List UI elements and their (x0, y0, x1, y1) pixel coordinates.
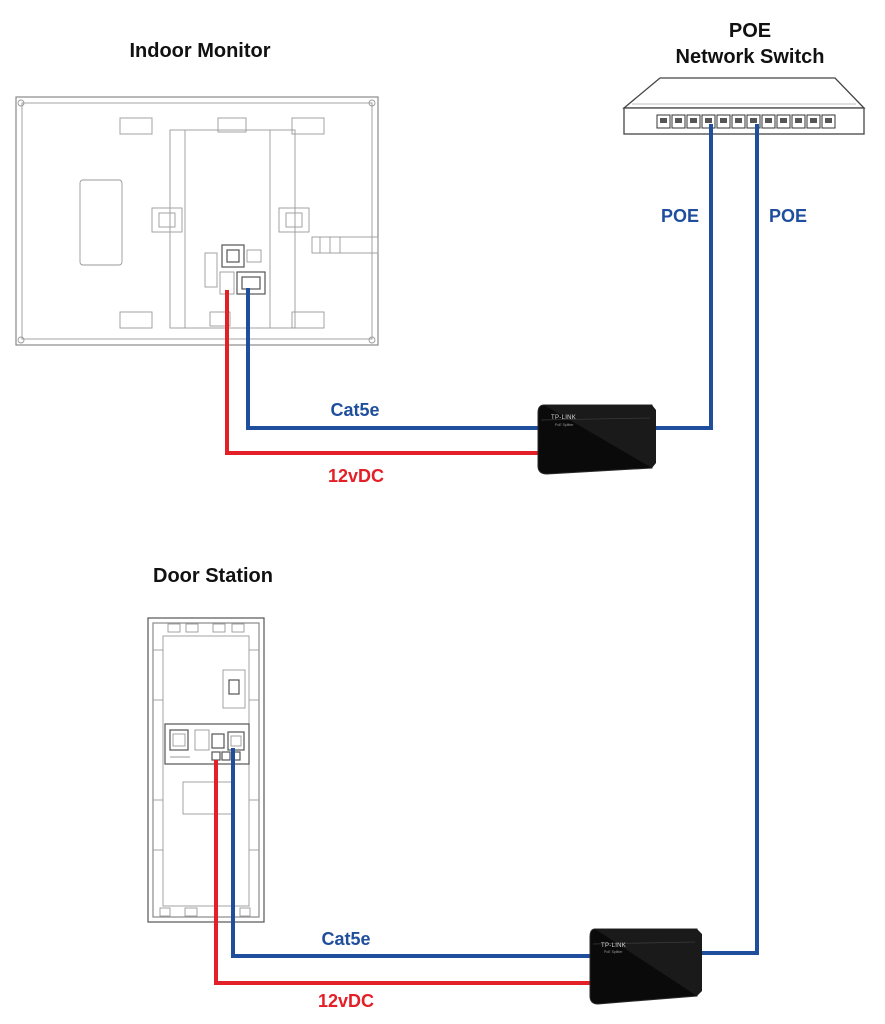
door-cat5e-wire (231, 748, 590, 958)
poe-switch: POE Network Switch (622, 20, 866, 135)
wire-labels: POE POE Cat5e 12vDC Cat5e 12vDC (318, 206, 807, 1011)
poe-switch-label-line2: Network Switch (676, 46, 825, 68)
indoor-monitor: Indoor Monitor (15, 40, 379, 346)
poe-injector-top: TP-LINK PoE Splitter (537, 404, 656, 475)
door-station: Door Station (147, 565, 273, 923)
poe-switch-body (622, 77, 866, 135)
poe-wire-left (655, 124, 713, 430)
poe-wire-right (700, 124, 759, 955)
door-station-label: Door Station (153, 565, 273, 587)
injector-top-model: PoE Splitter (555, 423, 574, 427)
indoor-monitor-body (15, 96, 379, 346)
poe-injector-bottom: TP-LINK PoE Splitter (589, 928, 702, 1005)
monitor-cat5e-wire (246, 288, 540, 430)
indoor-monitor-label: Indoor Monitor (129, 40, 270, 62)
monitor-12vdc-wire (225, 290, 540, 455)
monitor-12vdc-label: 12vDC (328, 466, 384, 486)
monitor-cat5e-label: Cat5e (330, 400, 379, 420)
poe-switch-label-line1: POE (729, 20, 771, 42)
door-12vdc-label: 12vDC (318, 991, 374, 1011)
wires (214, 124, 759, 985)
poe-right-label: POE (769, 206, 807, 226)
poe-left-label: POE (661, 206, 699, 226)
door-cat5e-label: Cat5e (321, 929, 370, 949)
switch-ports (656, 114, 836, 129)
injector-bottom-brand: TP-LINK (601, 943, 626, 949)
door-station-body (147, 617, 265, 923)
injector-bottom-model: PoE Splitter (604, 950, 623, 954)
door-12vdc-wire (214, 760, 590, 985)
injector-top-brand: TP-LINK (551, 415, 576, 421)
